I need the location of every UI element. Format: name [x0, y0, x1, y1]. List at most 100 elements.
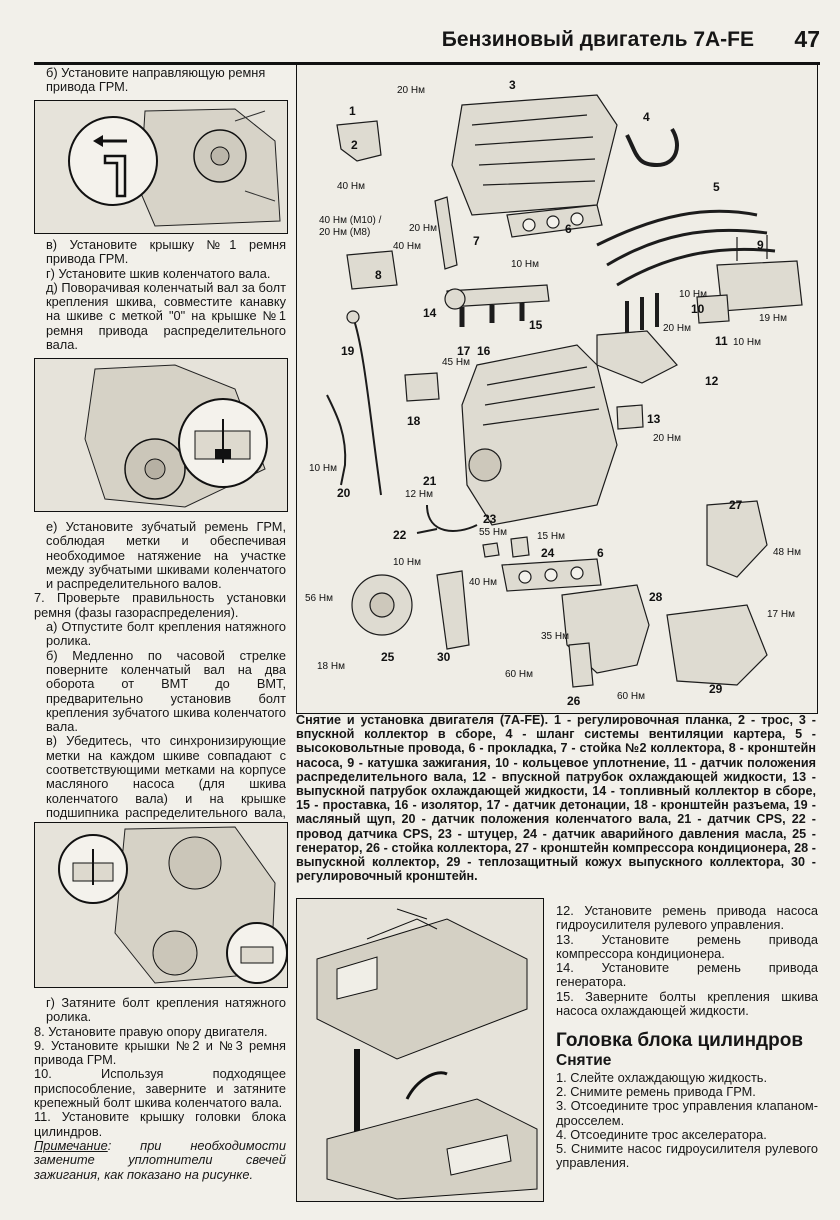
part-number: 14: [423, 306, 437, 320]
belt-guide-illustration: [35, 101, 287, 233]
part-number: 7: [473, 234, 480, 248]
part-number: 13: [647, 412, 661, 426]
part-number: 29: [709, 682, 723, 696]
torque-label: 19 Нм: [759, 313, 787, 324]
part-number: 1: [349, 104, 356, 118]
torque-label: 45 Нм: [442, 357, 470, 368]
step-10: 10. Используя подходящее приспособление,…: [34, 1066, 286, 1111]
torque-label: 20 Нм: [653, 433, 681, 444]
valve-cover-illustration: [297, 899, 543, 1201]
part-number: 19: [341, 344, 355, 358]
part-number: 25: [381, 650, 395, 664]
step-7v: в) Убедитесь, что синхронизирующие метки…: [46, 733, 286, 834]
figure-timing-marks: [34, 822, 288, 988]
torque-label: 18 Нм: [317, 661, 345, 672]
part-number: 12: [705, 374, 719, 388]
page-header: Бензиновый двигатель 7A-FE 47: [34, 26, 820, 65]
step-7b: б) Медленно по часовой стрелке поверните…: [46, 647, 286, 735]
part-number: 11: [715, 334, 728, 348]
step-d: д) Поворачивая коленчатый вал за болт кр…: [46, 279, 286, 353]
removal-step-5: 5. Снимите насос гидроусилителя рулевого…: [556, 1141, 818, 1171]
part-number: 16: [477, 344, 491, 358]
step-e: е) Установите зубчатый ремень ГРМ, соблю…: [46, 519, 286, 592]
step-7g: г) Затяните болт крепления натяжного рол…: [46, 995, 286, 1025]
cylinder-block-shape: [461, 344, 618, 526]
header-title: Бензиновый двигатель 7A-FE: [441, 28, 754, 51]
step-13: 13. Установите ремень привода компрессор…: [556, 931, 818, 961]
part-number: 22: [393, 528, 407, 542]
right-column: 12. Установите ремень привода насоса гид…: [556, 903, 818, 1171]
part-number: 10: [691, 302, 705, 316]
torque-label: 55 Нм: [479, 527, 507, 538]
note-text: : при необходимости замените уплотнители…: [34, 1137, 286, 1182]
torque-label: 20 Нм: [397, 85, 425, 96]
figure-valve-cover: [296, 898, 544, 1202]
part-number: 26: [567, 694, 581, 708]
step-g: г) Установите шкив коленчатого вала.: [46, 265, 271, 281]
part-number: 9: [757, 238, 764, 252]
removal-step-1: 1. Слейте охлаждающую жидкость.: [556, 1069, 768, 1085]
torque-label: 56 Нм: [305, 593, 333, 604]
part-number: 2: [351, 138, 358, 152]
step-11: 11. Установите крышку головки блока цили…: [34, 1109, 286, 1139]
torque-label: 10 Нм: [393, 557, 421, 568]
torque-label: 60 Нм: [617, 691, 645, 702]
torque-label: 40 Нм (М10) /: [319, 215, 382, 226]
text-block-b: б) Установите направляющую ремня привода…: [34, 65, 286, 95]
part-number: 6: [597, 546, 604, 560]
torque-label: 17 Нм: [767, 609, 795, 620]
part-number: 15: [529, 318, 543, 332]
part-number: 3: [509, 78, 516, 92]
part-number: 24: [541, 546, 555, 560]
figure-belt-guide: [34, 100, 288, 234]
torque-label: 40 Нм: [393, 241, 421, 252]
step-14: 14. Установите ремень привода генератора…: [556, 960, 818, 990]
torque-label: 15 Нм: [537, 531, 565, 542]
engine-exploded-diagram: 20 Нм 40 Нм 40 Нм (М10) / 20 Нм (М8) 20 …: [296, 64, 818, 714]
sub-title: Снятие: [556, 1052, 612, 1070]
part-number: 17: [457, 344, 471, 358]
part-number: 27: [729, 498, 743, 512]
step-8: 8. Установите правую опору двигателя.: [34, 1023, 268, 1039]
torque-label: 60 Нм: [505, 669, 533, 680]
step-b: б) Установите направляющую ремня привода…: [46, 65, 266, 95]
engine-diagram-svg: 20 Нм 40 Нм 40 Нм (М10) / 20 Нм (М8) 20 …: [305, 78, 803, 708]
torque-label: 20 Нм: [663, 323, 691, 334]
part-number: 8: [375, 268, 382, 282]
step-7a: а) Отпустите болт крепления натяжного ро…: [46, 619, 286, 649]
timing-marks-illustration: [35, 823, 287, 987]
torque-label: 40 Нм: [337, 181, 365, 192]
step-15: 15. Заверните болты крепления шкива насо…: [556, 988, 818, 1019]
intake-manifold-shape: [451, 94, 618, 216]
section-title: Головка блока цилиндров: [556, 1030, 803, 1052]
torque-label: 40 Нм: [469, 577, 497, 588]
part-number: 5: [713, 180, 720, 194]
removal-step-3: 3. Отсоедините трос управления клапаном-…: [556, 1098, 818, 1128]
text-block-final: г) Затяните болт крепления натяжного рол…: [34, 995, 286, 1182]
torque-label: 12 Нм: [405, 489, 433, 500]
step-12: 12. Установите ремень привода насоса гид…: [556, 903, 818, 933]
torque-label: 35 Нм: [541, 631, 569, 642]
step-v: в) Установите крышку №1 ремня привода ГР…: [46, 237, 286, 267]
torque-label: 20 Нм: [409, 223, 437, 234]
note-label: Примечание: [34, 1137, 108, 1153]
part-number: 30: [437, 650, 451, 664]
part-number: 20: [337, 486, 351, 500]
adjust-plank-shape: [336, 120, 382, 162]
figure-caption: Снятие и установка двигателя (7A-FE). 1 …: [296, 713, 816, 884]
torque-label: 10 Нм: [309, 463, 337, 474]
step-7: 7. Проверьте правильность установки ремн…: [34, 590, 286, 620]
torque-label: 20 Нм (М8): [319, 227, 370, 238]
part-number: 4: [643, 110, 650, 124]
part-number: 21: [423, 474, 437, 488]
torque-label: 10 Нм: [733, 337, 761, 348]
page-number: 47: [794, 26, 820, 52]
step-9: 9. Установите крышки №2 и №3 ремня приво…: [34, 1037, 286, 1068]
part-number: 28: [649, 590, 663, 604]
text-block-e-7: е) Установите зубчатый ремень ГРМ, соблю…: [34, 519, 286, 835]
pulley-mark-illustration: [35, 359, 287, 511]
text-block-v-g-d: в) Установите крышку №1 ремня привода ГР…: [34, 237, 286, 353]
part-number: 6: [565, 222, 572, 236]
removal-step-4: 4. Отсоедините трос акселератора.: [556, 1126, 767, 1142]
